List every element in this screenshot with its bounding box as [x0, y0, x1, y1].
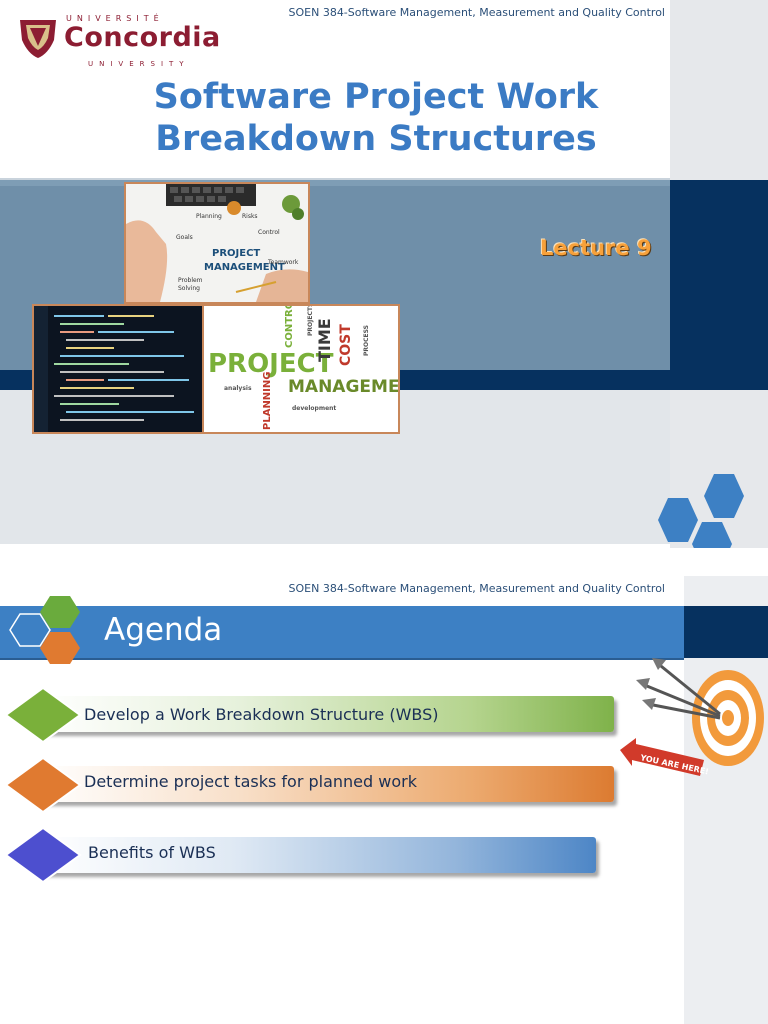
logo-bottom-text: UNIVERSITY — [88, 60, 190, 68]
agenda-item-bar-3 — [40, 837, 596, 873]
svg-text:analysis: analysis — [224, 385, 252, 392]
project-management-word-cloud: PROJECT MANAGEMENT TIME COST CONTROL PLA… — [202, 304, 400, 434]
agenda-item-3: Benefits of WBS — [88, 843, 216, 862]
agenda-item-1: Develop a Work Breakdown Structure (WBS) — [84, 705, 439, 724]
course-name: SOEN 384-Software Management, Measuremen… — [288, 6, 666, 19]
hexagon-cluster-icon — [658, 474, 744, 548]
green-diamond-icon — [4, 686, 82, 744]
svg-text:PROJECTS: PROJECTS — [307, 306, 314, 336]
agenda-item-bar-2 — [40, 766, 614, 802]
orange-diamond-icon — [4, 756, 82, 814]
course-name: SOEN 384-Software Management, Measuremen… — [288, 582, 666, 595]
svg-text:Solving: Solving — [178, 285, 200, 292]
agenda-item-2: Determine project tasks for planned work — [84, 772, 417, 791]
header-underline — [0, 658, 684, 660]
project-management-photo: Planning Risks Goals Control PROJECT MAN… — [124, 182, 310, 304]
logo-top-text: UNIVERSITÉ — [66, 14, 164, 23]
lecture-label: Lecture 9 — [540, 236, 652, 260]
code-screen-photo — [32, 304, 204, 434]
logo-name: Concordia — [64, 22, 221, 53]
shield-icon — [20, 20, 56, 58]
svg-text:MANAGEMENT: MANAGEMENT — [288, 377, 398, 397]
svg-text:PLANNING: PLANNING — [262, 372, 273, 430]
svg-text:Problem: Problem — [178, 277, 203, 284]
svg-text:Planning: Planning — [196, 213, 222, 220]
navy-side-block — [684, 606, 768, 658]
svg-text:CONTROL: CONTROL — [284, 306, 295, 348]
title-slide: UNIVERSITÉ Concordia UNIVERSITY SOEN 384… — [0, 0, 768, 548]
concordia-logo: UNIVERSITÉ Concordia UNIVERSITY — [18, 12, 248, 68]
svg-text:Goals: Goals — [176, 234, 193, 241]
svg-text:Risks: Risks — [242, 213, 258, 220]
svg-text:PROJECT: PROJECT — [212, 248, 260, 259]
agenda-slide: SOEN 384-Software Management, Measuremen… — [0, 576, 768, 1024]
svg-text:Teamwork: Teamwork — [267, 259, 299, 266]
blue-diamond-icon — [4, 826, 82, 884]
svg-text:MANAGEMENT: MANAGEMENT — [204, 262, 285, 273]
agenda-heading: Agenda — [104, 612, 223, 648]
svg-text:Control: Control — [258, 229, 280, 236]
divider-line — [0, 178, 670, 180]
slide-title: Software Project Work Breakdown Structur… — [100, 76, 652, 160]
hexagon-cluster-icon — [9, 596, 80, 664]
title-line-1: Software Project Work — [153, 77, 599, 117]
svg-text:PROCESS: PROCESS — [363, 325, 370, 356]
target-arrows-icon: YOU ARE HERE! — [620, 658, 764, 776]
navy-side-block — [670, 180, 768, 390]
title-line-2: Breakdown Structures — [155, 119, 597, 159]
svg-text:development: development — [292, 405, 336, 412]
svg-text:PROJECT: PROJECT — [208, 349, 334, 379]
agenda-item-bar-1 — [40, 696, 614, 732]
agenda-header-bar — [0, 606, 684, 658]
svg-text:TIME: TIME — [315, 318, 334, 362]
svg-text:COST: COST — [338, 324, 354, 366]
